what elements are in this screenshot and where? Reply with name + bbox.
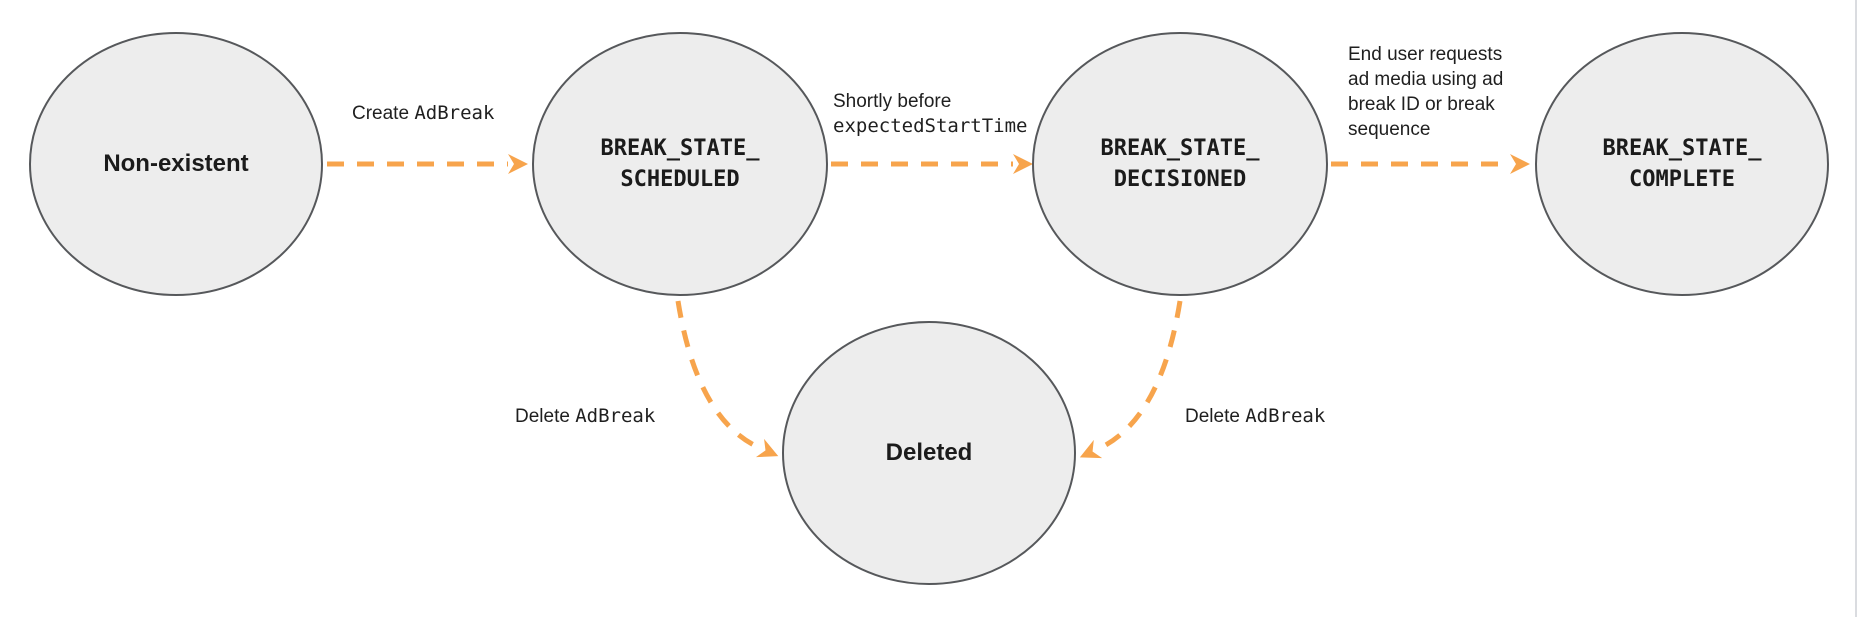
edge-label-code-text: expectedStartTime [833, 115, 1028, 137]
node-label-text: BREAK_STATE_ [600, 136, 760, 161]
state-node-break-state-decisioned [1032, 32, 1328, 296]
node-label-text: Deleted [885, 439, 973, 466]
node-label-text: BREAK_STATE_ [1602, 136, 1762, 161]
node-label-break-state-decisioned: BREAK_STATE_ DECISIONED [1034, 133, 1326, 195]
transition-arrow-delete-from-decisioned [1079, 300, 1183, 459]
transition-arrow-delete-from-scheduled [675, 300, 779, 458]
state-node-break-state-scheduled [532, 32, 828, 296]
page-right-border [1855, 0, 1857, 617]
node-label-text: SCHEDULED [620, 167, 740, 192]
state-node-break-state-complete [1535, 32, 1829, 296]
state-node-non-existent [29, 32, 323, 296]
node-label-non-existent: Non-existent [30, 149, 322, 179]
node-label-text: COMPLETE [1629, 167, 1735, 192]
edge-label-text: End user requests [1348, 44, 1503, 65]
edge-label-text: ad media using ad [1348, 69, 1504, 90]
node-label-deleted: Deleted [783, 438, 1075, 468]
edge-label-text: sequence [1348, 119, 1431, 140]
edge-label-delete-adbreak-right: Delete AdBreak [1185, 404, 1325, 429]
edge-label-code-text: AdBreak [414, 102, 495, 124]
edge-label-text: Create [352, 103, 415, 124]
edge-label-create-adbreak: Create AdBreak [352, 101, 494, 126]
node-label-break-state-complete: BREAK_STATE_ COMPLETE [1536, 133, 1828, 195]
edge-label-shortly-before: Shortly before expectedStartTime [833, 89, 1027, 139]
edge-label-code-text: AdBreak [575, 405, 656, 427]
edge-label-text: Shortly before [833, 91, 952, 112]
node-label-break-state-scheduled: BREAK_STATE_ SCHEDULED [534, 133, 826, 195]
edge-label-text: Delete [1185, 406, 1246, 427]
node-label-text: DECISIONED [1113, 167, 1247, 192]
edge-label-code-text: AdBreak [1245, 405, 1326, 427]
node-label-text: BREAK_STATE_ [1100, 136, 1260, 161]
edge-label-delete-adbreak-left: Delete AdBreak [515, 404, 655, 429]
edge-label-text: break ID or break [1348, 94, 1495, 115]
edge-label-text: Delete [515, 406, 576, 427]
node-label-text: Non-existent [103, 150, 249, 177]
edge-label-end-user-requests: End user requests ad media using ad brea… [1348, 42, 1503, 142]
state-node-deleted [782, 321, 1076, 585]
